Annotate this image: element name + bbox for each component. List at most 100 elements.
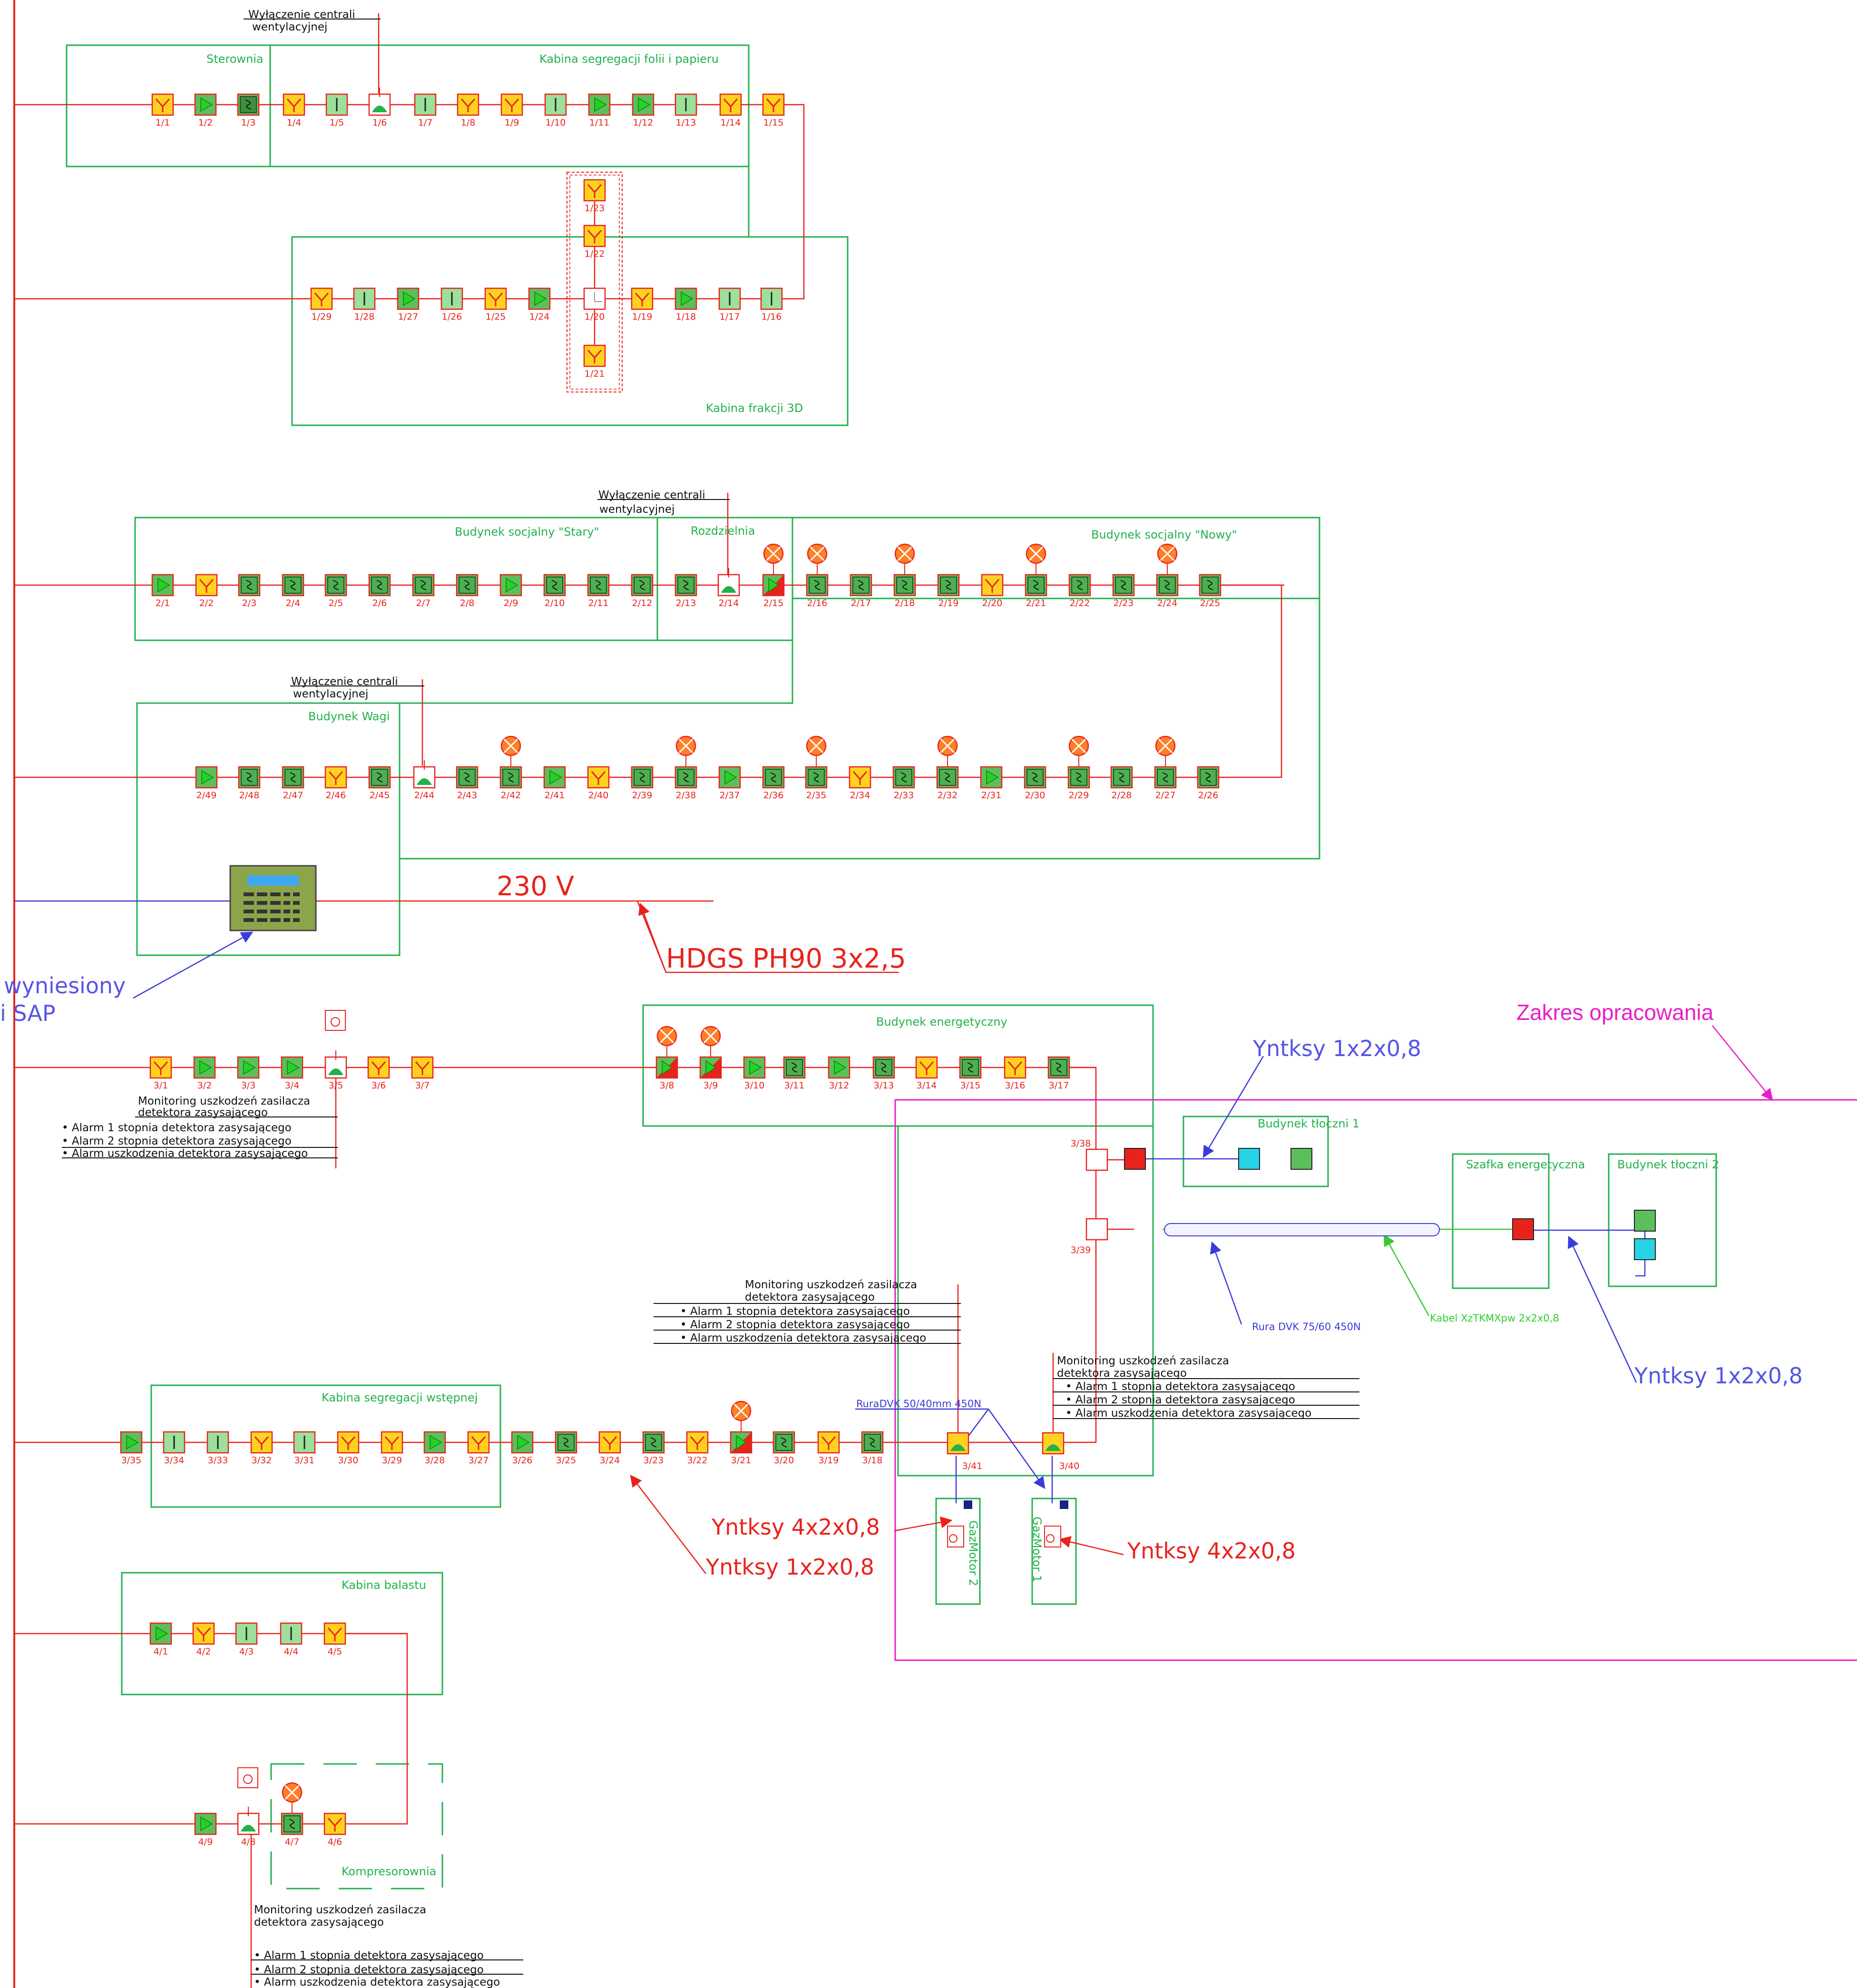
call-point-symbol — [724, 770, 737, 785]
control-panel-keypad — [244, 892, 300, 922]
control-panel-display — [247, 875, 299, 886]
detector-symbol — [591, 771, 606, 785]
zone-label-rozdzielnia: Rozdzielnia — [691, 524, 755, 538]
device-label: 3/34 — [164, 1455, 185, 1466]
note-mon-3-41-line-5: • Alarm uszkodzenia detektora zasysające… — [680, 1332, 926, 1344]
device-2-47: 2/47 — [282, 766, 304, 801]
device-label: 2/46 — [326, 790, 346, 801]
device-label: 3/20 — [774, 1455, 794, 1466]
module-symbol — [290, 772, 296, 783]
callout-yntksy-4-right: Yntksy 4x2x0,8 — [1127, 1538, 1296, 1564]
module-symbol — [1033, 580, 1039, 590]
call-point-symbol — [749, 1060, 762, 1075]
note-mon-3-41-alarm-1: Alarm 1 stopnia detektora zasysającego — [690, 1305, 910, 1318]
call-point-symbol — [681, 291, 694, 306]
device-label: 3/31 — [294, 1455, 315, 1466]
aspirating-symbol — [328, 1068, 343, 1075]
device-3-34: 3/34 — [163, 1431, 186, 1466]
module-symbol — [551, 580, 558, 590]
module-symbol — [1162, 772, 1169, 783]
device-2-25: 2/25 — [1199, 574, 1222, 608]
device-3-29: 3/29 — [381, 1431, 403, 1466]
device-2-41: 2/41 — [543, 766, 566, 801]
device-4-1: 4/1 — [149, 1622, 172, 1657]
note-mon-3-40-alarm-1: Alarm 1 stopnia detektora zasysającego — [1075, 1381, 1295, 1393]
device-2-14: 2/14 — [717, 568, 740, 608]
note-vent-3-line-2: wentylacyjnej — [293, 688, 368, 700]
device-label: 1/5 — [330, 118, 344, 128]
device-label: 1/2 — [198, 118, 213, 128]
device-3-22: 3/22 — [686, 1431, 709, 1466]
device-label: 2/24 — [1157, 598, 1178, 608]
scope-border — [894, 1099, 1857, 1661]
device-1-26: 1/26 — [440, 287, 463, 322]
leader-yntksy-right — [1568, 1235, 1637, 1383]
device-label: 2/28 — [1112, 790, 1132, 801]
note-mon-4-8-alarm-2: Alarm 2 stopnia detektora zasysającego — [264, 1964, 484, 1976]
note-mon-4-8-line-3: • Alarm 1 stopnia detektora zasysającego — [254, 1949, 484, 1962]
device-label: 3/2 — [197, 1080, 212, 1091]
module-inner — [502, 769, 519, 786]
device-label: 1/23 — [585, 203, 605, 214]
device-label: 4/1 — [154, 1646, 168, 1657]
detector-symbol — [821, 1436, 836, 1450]
device-label: 3/22 — [687, 1455, 708, 1466]
device-2-11: 2/11 — [587, 574, 610, 608]
callout-zakres: Zakres opracowania — [1516, 1000, 1714, 1025]
control-symbol — [736, 1435, 747, 1450]
device-1-16: 1/16 — [760, 287, 783, 322]
device-label: 3/14 — [917, 1080, 937, 1091]
lamp-cross — [897, 546, 912, 561]
device-label: 3/9 — [704, 1080, 718, 1091]
lamp-cross — [703, 1028, 718, 1044]
device-2-33: 2/33 — [892, 766, 915, 801]
loop-L1c: 1/231/221/21 — [583, 179, 606, 379]
module-symbol — [791, 1062, 798, 1073]
module-symbol — [1205, 772, 1212, 783]
device-label: 1/21 — [585, 369, 605, 379]
zone-label-wagi: Budynek Wagi — [308, 710, 390, 723]
aspirating-symbol — [417, 778, 432, 785]
device-3-28: 3/28 — [423, 1431, 446, 1466]
device-2-49: 2/49 — [195, 766, 218, 801]
device-3-7: 3/7 — [411, 1056, 434, 1091]
zone-label-tloczni-1: Budynek tłoczni 1 — [1258, 1117, 1359, 1130]
note-mon-3-41-line-3: • Alarm 1 stopnia detektora zasysającego — [680, 1305, 910, 1318]
device-2-16: 2/16 — [806, 543, 829, 608]
device-2-19: 2/19 — [937, 574, 960, 608]
device-2-1: 2/1 — [151, 574, 174, 608]
module-symbol — [858, 580, 864, 590]
module-symbol — [245, 99, 252, 110]
device-label: 2/5 — [329, 598, 343, 608]
callout-yntksy-right: Yntksy 1x2x0,8 — [1634, 1363, 1803, 1389]
device-3-12: 3/12 — [828, 1056, 850, 1091]
note-mon-3-5-line-5: • Alarm uszkodzenia detektora zasysające… — [62, 1147, 308, 1160]
device-3-15: 3/15 — [959, 1056, 982, 1091]
device-label: 2/31 — [981, 790, 1002, 801]
note-mon-3-41-line-2: detektora zasysającego — [745, 1291, 875, 1303]
device-1-18: 1/18 — [674, 287, 697, 322]
detector-symbol — [852, 771, 868, 785]
control-symbol — [705, 1060, 716, 1075]
device-label: 2/13 — [676, 598, 696, 608]
module-inner — [284, 577, 302, 594]
device-1-5: 1/5 — [325, 93, 348, 128]
module-symbol — [880, 1062, 887, 1073]
module-symbol — [1207, 580, 1213, 590]
module-symbol — [376, 580, 383, 590]
device-label: 3/27 — [469, 1455, 489, 1466]
device-2-10: 2/10 — [543, 574, 566, 608]
device-3-8: 3/8 — [655, 1026, 678, 1091]
device-3-6: 3/6 — [367, 1056, 390, 1091]
module-symbol — [464, 580, 470, 590]
device-label: 1/6 — [372, 118, 387, 128]
aspirating-symbol — [721, 586, 736, 593]
detector-symbol — [371, 1061, 386, 1075]
device-1-23: 1/23 — [583, 179, 606, 214]
device-3-30: 3/30 — [337, 1431, 360, 1466]
device-label: 3/12 — [829, 1080, 850, 1091]
